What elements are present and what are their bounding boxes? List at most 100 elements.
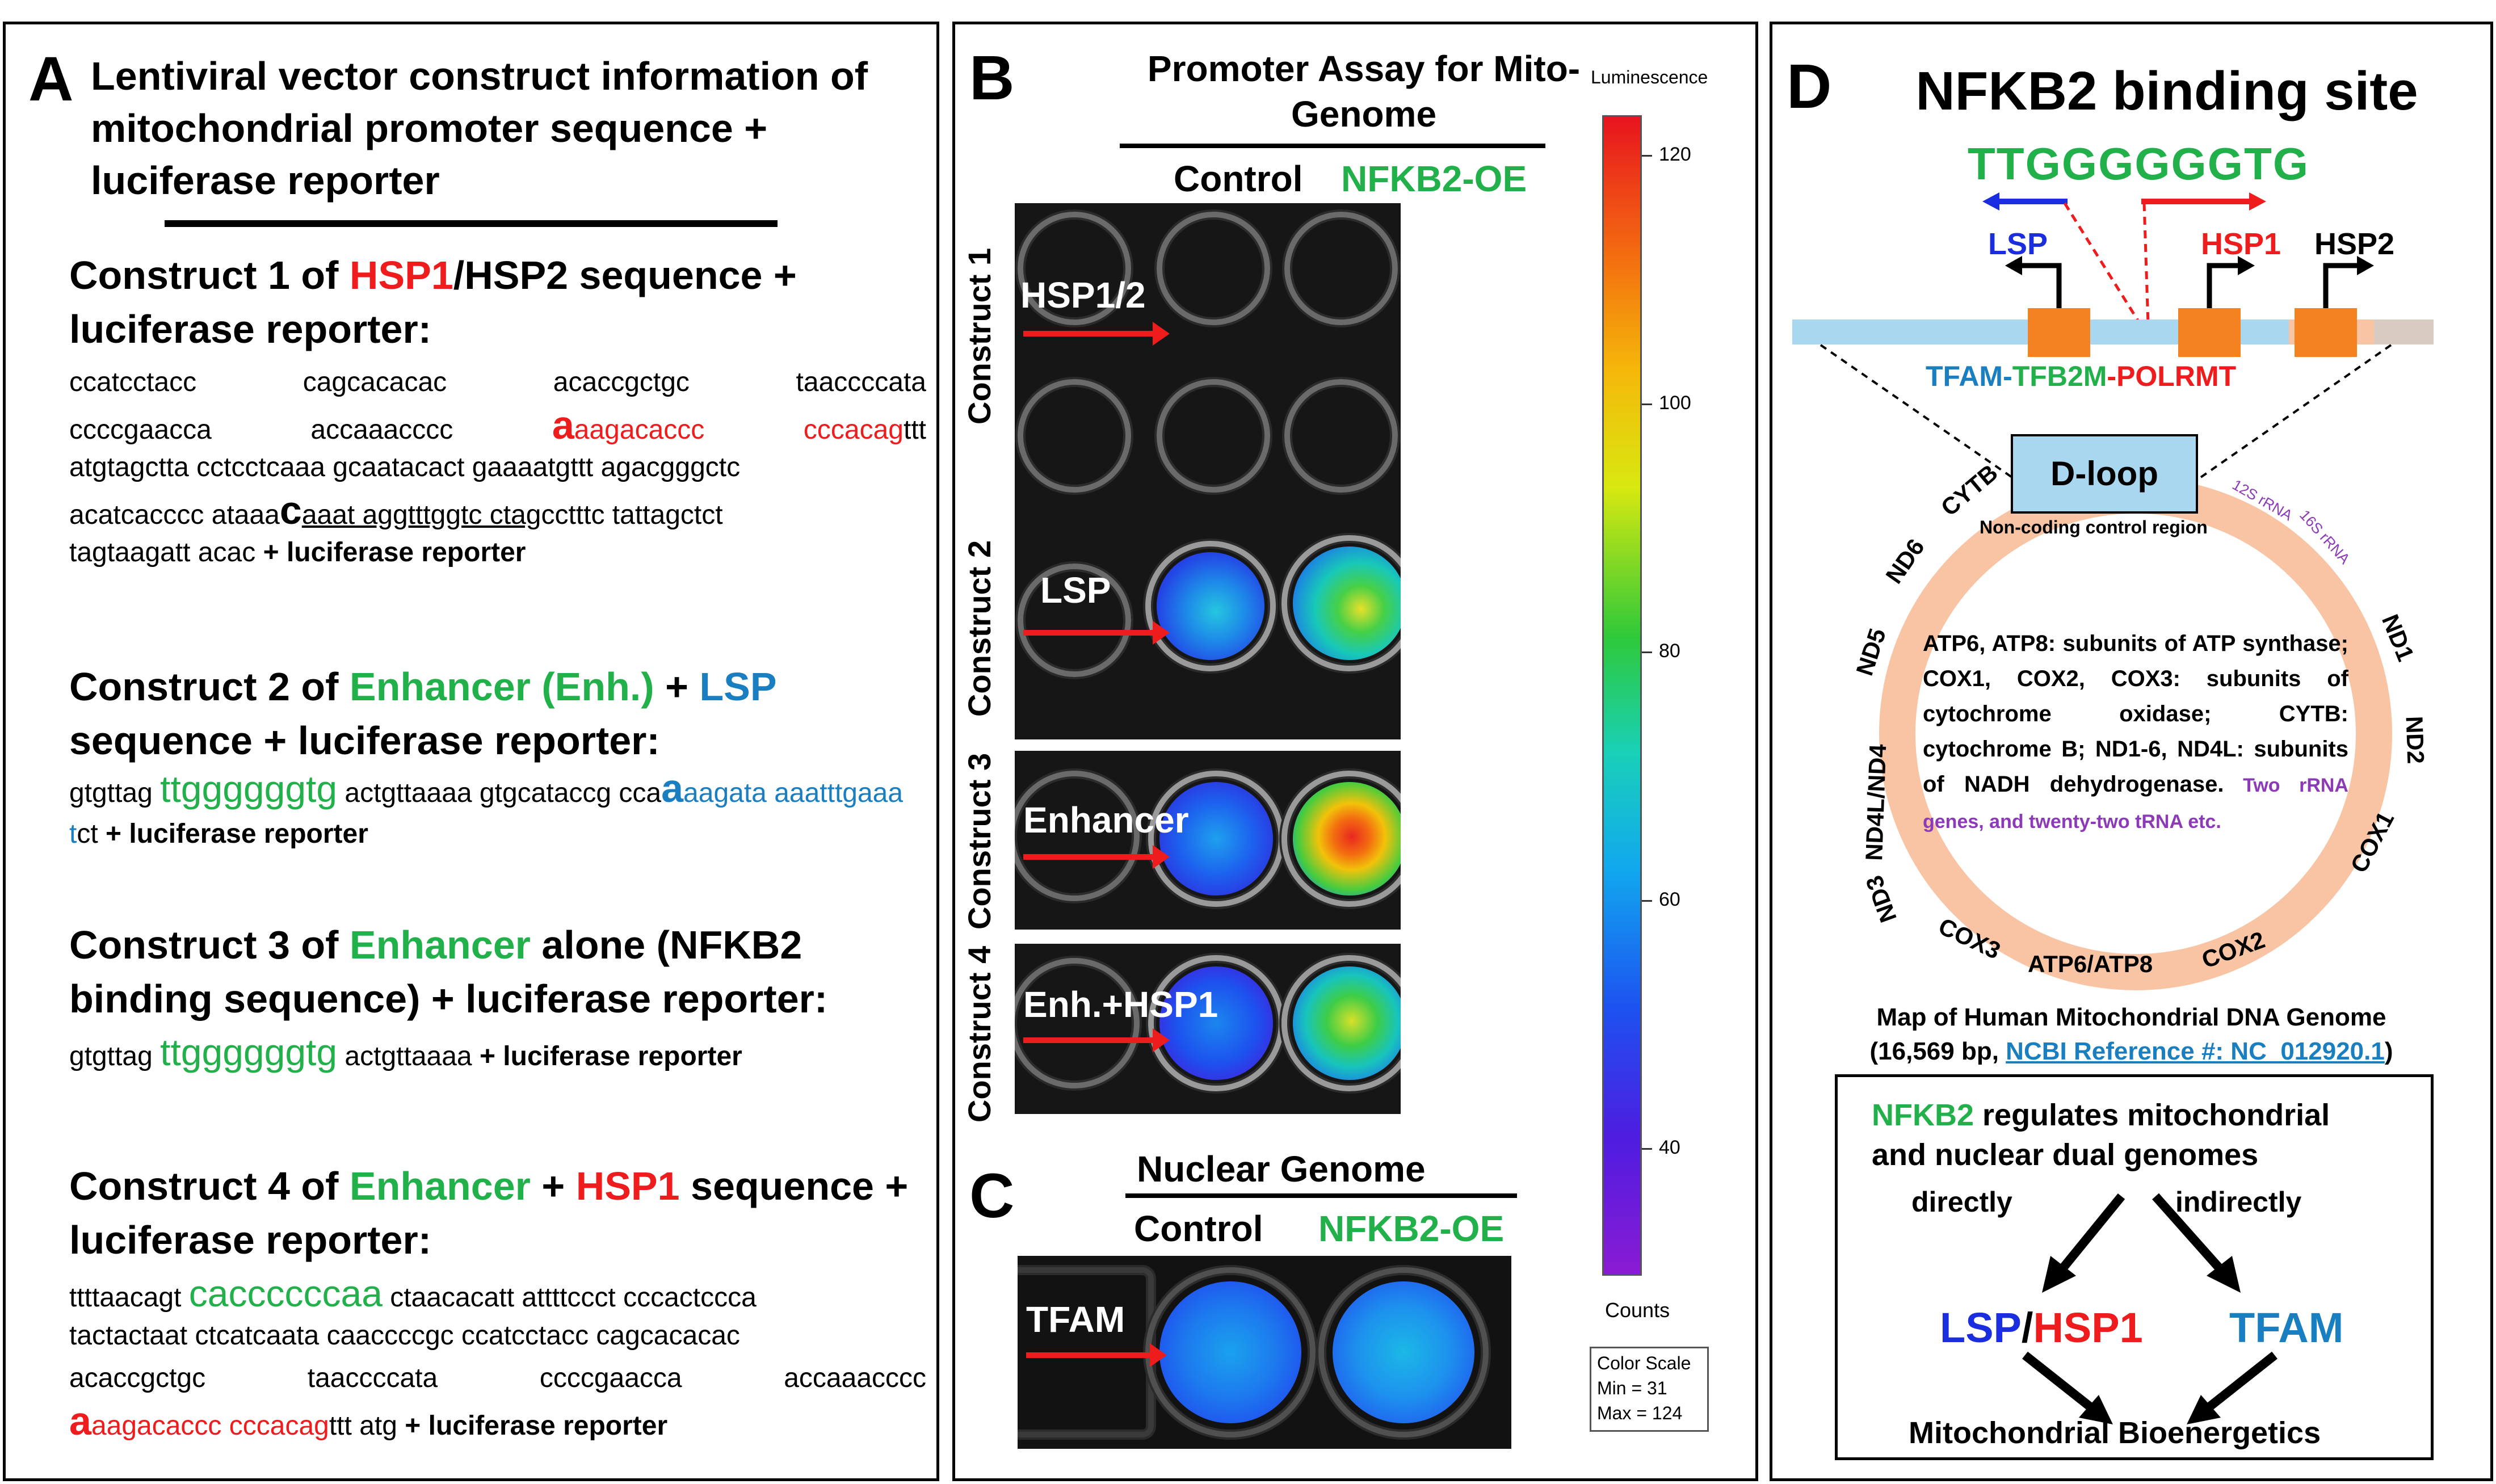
red-arrow-construct4 [1023, 1028, 1170, 1052]
luminescence-spot [1293, 782, 1401, 896]
well-c1-oe [1284, 212, 1398, 325]
ncbi-reference-link[interactable]: NCBI Reference #: NC_012920.1 [2006, 1037, 2385, 1065]
luminescence-spot [1293, 966, 1401, 1080]
genome-bar-fade [2374, 319, 2434, 344]
well-label-tfam: TFAM [1026, 1299, 1125, 1340]
transcription-factors: TFAM-TFB2M-POLRMT [1926, 360, 2237, 392]
colorbar-tick [1642, 1148, 1652, 1150]
red-arrow-construct1 [1023, 322, 1170, 346]
color-scale-title: Color Scale [1597, 1353, 1691, 1373]
panel-b-oe-label: NFKB2-OE [1341, 158, 1527, 199]
construct1-seq-line1: ccatcctacc cagcacacac acaccgctgc taacccc… [69, 367, 926, 397]
gene-nd2: ND2 [2401, 716, 2430, 764]
construct-label-2: Construct 2 [961, 540, 997, 717]
colorbar-tick [1642, 900, 1652, 902]
label-hsp2: HSP2 [2314, 227, 2395, 261]
summary-bioenergetics: Mitochondrial Bioenergetics [1909, 1416, 2321, 1450]
construct3-heading: Construct 3 of Enhancer alone (NFKB2 bin… [69, 923, 828, 1021]
construct4-seq-line4: aaagacaccc cccacagttt atg + luciferase r… [69, 1399, 668, 1443]
construct2-sequence: gtgttag ttggggggtg actgttaaaa gtgcataccg… [69, 766, 904, 849]
well-c1-control [1157, 212, 1270, 325]
panel-c-title: Nuclear Genome [1137, 1149, 1426, 1189]
panel-a-title: Lentiviral vector construct information … [91, 54, 868, 203]
label-indirectly: indirectly [2175, 1186, 2302, 1218]
nfkb2-binding-sequence: TTGGGGGGTG [1967, 138, 2310, 189]
panel-b-rule [1120, 144, 1545, 148]
well-row2-b [1157, 379, 1270, 493]
color-scale-min: Min = 31 [1597, 1378, 1667, 1398]
red-arrow-construct3 [1023, 845, 1170, 869]
summary-tfam: TFAM [2229, 1304, 2344, 1351]
colorbar-tick-100: 100 [1659, 392, 1691, 414]
construct1-heading: Construct 1 of HSP1/HSP2 sequence + luci… [69, 253, 797, 351]
panel-letter-d: D [1787, 52, 1832, 121]
luminescence-colorbar [1602, 115, 1642, 1276]
panel-b-c: B Promoter Assay for Mito-Genome Control… [952, 22, 1758, 1481]
well-c4-oe [1281, 955, 1401, 1091]
well-c3-oe [1281, 771, 1401, 907]
hsp1-arrowhead [2249, 192, 2266, 211]
panel-letter-c: C [969, 1161, 1015, 1231]
well-c4-control [1148, 955, 1284, 1091]
arrow-lsp-to-bioenergetics [2022, 1351, 2096, 1413]
summary-line1: NFKB2 regulates mitochondrial [1872, 1098, 2330, 1132]
colorbar-tick [1642, 155, 1652, 157]
luminescence-spot [1293, 546, 1401, 660]
well-label-lsp: LSP [1040, 570, 1111, 611]
colorbar-tick-60: 60 [1659, 889, 1680, 910]
construct1-seq-line5: tagtaagatt acac + luciferase reporter [69, 537, 526, 567]
polrmt-binding-box [2295, 308, 2357, 357]
plate-nuclear-genome: TFAM [1018, 1256, 1511, 1449]
label-lsp: LSP [1988, 227, 2048, 261]
dashed-guide [2063, 202, 2142, 325]
well-c2-oe [1281, 535, 1401, 671]
gene-nd4l-nd4: ND4L/ND4 [1860, 743, 1892, 861]
summary-line2: and nuclear dual genomes [1872, 1138, 2259, 1172]
label-hsp1: HSP1 [2201, 227, 2281, 261]
arrow-to-tfam [2152, 1193, 2227, 1276]
luminescence-spot [1159, 1281, 1301, 1423]
colorbar-counts: Counts [1605, 1298, 1670, 1322]
well-c2-control [1145, 541, 1276, 671]
construct3-sequence: gtgttag ttggggggtg actgttaaaa + lucifera… [69, 1031, 742, 1073]
arrowhead [2187, 1395, 2221, 1424]
panel-letter-b: B [969, 43, 1015, 113]
construct2-heading: Construct 2 of Enhancer (Enh.) + LSP seq… [69, 665, 776, 763]
construct-label-3: Construct 3 [961, 752, 997, 930]
arrowhead [2207, 1256, 2241, 1293]
panel-d-title: NFKB2 binding site [1915, 61, 2418, 121]
summary-box: NFKB2 regulates mitochondrial and nuclea… [1835, 1074, 2434, 1460]
arrowhead [2357, 256, 2374, 275]
lsp-arrowhead [1982, 192, 1999, 211]
well-c3-blank [1015, 771, 1140, 901]
colorbar-tick-80: 80 [1659, 640, 1680, 662]
tfam-binding-box [2028, 308, 2090, 357]
panel-c-control-label: Control [1134, 1208, 1263, 1249]
zoom-line [1820, 344, 2015, 480]
arrowhead [2005, 256, 2022, 275]
colorbar-tick [1642, 403, 1652, 405]
well-label-enh-hsp1: Enh.+HSP1 [1023, 984, 1218, 1025]
summary-lsp-hsp1: LSP/HSP1 [1940, 1304, 2143, 1351]
arrowhead [2079, 1395, 2113, 1424]
color-scale-box: Color Scale Min = 31 Max = 124 [1590, 1347, 1709, 1432]
panel-letter-a: A [28, 44, 74, 114]
well-row2-a [1018, 379, 1131, 493]
plate-construct-3: Enhancer [1015, 751, 1401, 930]
panel-d: D NFKB2 binding site TTGGGGGGTG L [1770, 22, 2493, 1481]
well-label-enhancer: Enhancer [1023, 800, 1189, 840]
colorbar-title: Luminescence [1591, 67, 1708, 87]
construct4-seq-line3: acaccgctgc taaccccata ccccgaacca accaaac… [69, 1363, 927, 1393]
arrow-tfam-to-bioenergetics [2204, 1351, 2278, 1413]
well-c-control [1145, 1267, 1316, 1437]
arrow-to-lsp-hsp1 [2055, 1193, 2125, 1276]
luminescence-spot [1159, 782, 1273, 896]
panel-a-rule [165, 220, 778, 227]
luminescence-spot [1159, 966, 1273, 1080]
hsp2-promoter-arrow [2323, 263, 2363, 308]
construct4-seq-line1: ttttaacagt caccccccaa ctaacacatt attttcc… [69, 1272, 757, 1314]
luminescence-spot [1157, 552, 1264, 660]
panel-c-oe-label: NFKB2-OE [1318, 1208, 1505, 1249]
dashed-guide [2142, 203, 2150, 325]
label-directly: directly [1911, 1186, 2012, 1218]
